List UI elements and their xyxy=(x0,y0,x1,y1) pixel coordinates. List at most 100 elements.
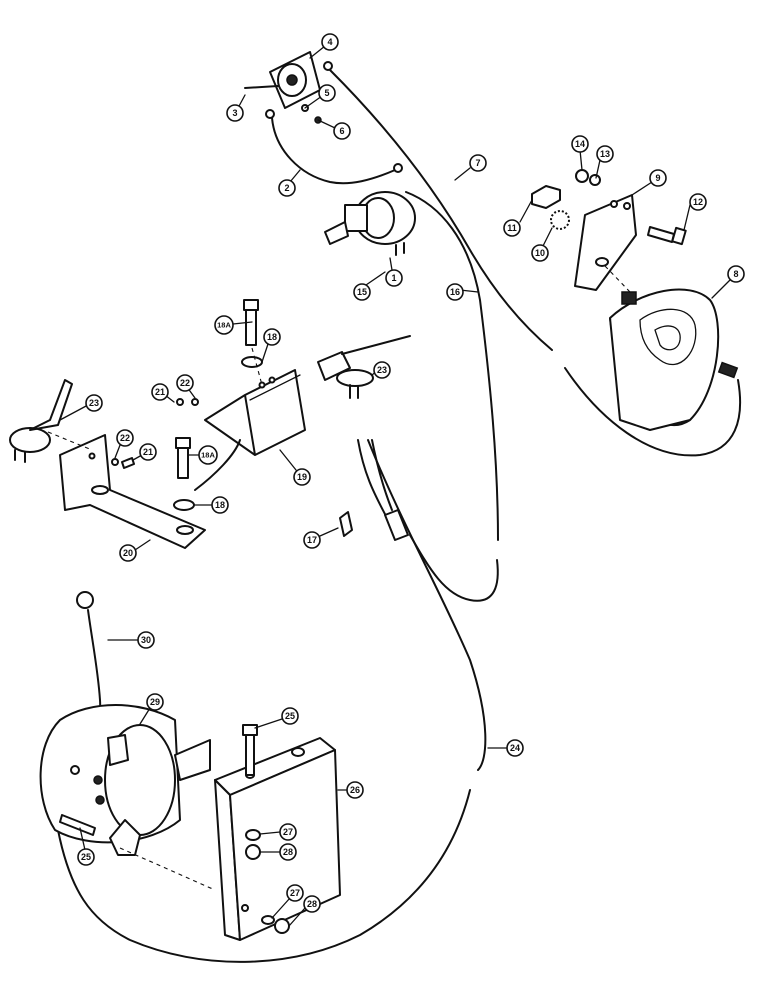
wire-24-lower xyxy=(57,789,471,963)
ignition-switch xyxy=(324,191,416,256)
svg-text:11: 11 xyxy=(507,223,517,233)
svg-text:15: 15 xyxy=(357,287,367,297)
callout-26: 26 xyxy=(346,781,364,799)
coil-29 xyxy=(39,704,211,856)
callout-18A-lower: 18A xyxy=(198,445,218,465)
svg-text:3: 3 xyxy=(232,108,237,118)
bolt-18A-low xyxy=(177,447,189,479)
svg-text:23: 23 xyxy=(89,398,99,408)
svg-text:12: 12 xyxy=(693,197,703,207)
nut-14 xyxy=(575,169,589,183)
sender-23 xyxy=(317,335,411,399)
washer-22a xyxy=(191,398,199,406)
callout-8: 8 xyxy=(727,265,745,283)
svg-text:16: 16 xyxy=(450,287,460,297)
svg-text:26: 26 xyxy=(350,785,360,795)
svg-text:5: 5 xyxy=(324,88,329,98)
callout-20: 20 xyxy=(119,544,137,562)
svg-text:21: 21 xyxy=(155,387,165,397)
svg-text:23: 23 xyxy=(377,365,387,375)
wire-7 xyxy=(329,69,553,351)
wire-30-eyelet xyxy=(76,591,94,609)
svg-text:1: 1 xyxy=(391,273,396,283)
bolt-18A-top-head xyxy=(243,299,259,311)
svg-text:4: 4 xyxy=(327,37,332,47)
callout-21-upper: 21 xyxy=(151,383,169,401)
callout-5: 5 xyxy=(318,84,336,102)
callout-3: 3 xyxy=(226,104,244,122)
washer-13 xyxy=(589,174,601,186)
washer-27a xyxy=(245,829,261,841)
svg-text:2: 2 xyxy=(284,183,289,193)
svg-text:18: 18 xyxy=(267,332,277,342)
wire-16-lower xyxy=(409,534,499,602)
switch-23 xyxy=(9,379,93,463)
callout-1: 1 xyxy=(385,269,403,287)
callout-10: 10 xyxy=(531,244,549,262)
callout-4: 4 xyxy=(321,33,339,51)
callout-7: 7 xyxy=(469,154,487,172)
nut-28a xyxy=(245,844,261,860)
callout-16: 16 xyxy=(446,283,464,301)
wire-16 xyxy=(405,191,499,541)
svg-text:13: 13 xyxy=(600,149,610,159)
callout-19: 19 xyxy=(293,468,311,486)
callout-14: 14 xyxy=(571,135,589,153)
callout-13: 13 xyxy=(596,145,614,163)
screw-21b xyxy=(121,457,135,469)
svg-text:27: 27 xyxy=(283,827,293,837)
callout-18A-upper: 18A xyxy=(214,315,234,335)
washer-18-low xyxy=(173,499,195,511)
hose-arc xyxy=(194,439,241,491)
svg-text:10: 10 xyxy=(535,248,545,258)
lockwasher-10 xyxy=(550,210,570,230)
callout-18-upper: 18 xyxy=(263,328,281,346)
switch-assembly xyxy=(244,51,322,124)
nut-28b xyxy=(274,918,290,934)
svg-text:17: 17 xyxy=(307,535,317,545)
wire-2-eyelet-end xyxy=(393,163,403,173)
svg-text:14: 14 xyxy=(575,139,585,149)
svg-text:19: 19 xyxy=(297,472,307,482)
svg-text:18A: 18A xyxy=(201,451,215,460)
callout-2: 2 xyxy=(278,179,296,197)
horn xyxy=(609,288,739,431)
callout-18-lower: 18 xyxy=(211,496,229,514)
leader-lines xyxy=(59,45,731,927)
bolt-18A-low-head xyxy=(175,437,191,449)
callout-6: 6 xyxy=(333,122,351,140)
nut-11 xyxy=(531,185,561,209)
callout-29: 29 xyxy=(146,693,164,711)
bolt-12-head xyxy=(671,226,687,246)
callout-23-left: 23 xyxy=(85,394,103,412)
callout-17: 17 xyxy=(303,531,321,549)
svg-text:28: 28 xyxy=(283,847,293,857)
svg-text:18A: 18A xyxy=(217,321,231,330)
callout-9: 9 xyxy=(649,169,667,187)
sender-lead-2 xyxy=(371,439,393,511)
callout-12: 12 xyxy=(689,193,707,211)
svg-text:7: 7 xyxy=(475,158,480,168)
horn-bracket xyxy=(574,194,637,293)
callout-25-upper: 25 xyxy=(281,707,299,725)
callout-11: 11 xyxy=(503,219,521,237)
wire-2-eyelet xyxy=(265,109,275,119)
bolt-25-upper-head xyxy=(242,724,258,736)
svg-text:29: 29 xyxy=(150,697,160,707)
bracket-19 xyxy=(204,369,306,456)
bolt-18A-top xyxy=(245,309,257,346)
callout-27-upper: 27 xyxy=(279,823,297,841)
svg-text:22: 22 xyxy=(180,378,190,388)
svg-text:24: 24 xyxy=(510,743,520,753)
washer-18-top xyxy=(241,356,263,368)
svg-text:27: 27 xyxy=(290,888,300,898)
wire-horn-lead xyxy=(564,367,742,457)
svg-text:20: 20 xyxy=(123,548,133,558)
svg-text:6: 6 xyxy=(339,126,344,136)
callout-30: 30 xyxy=(137,631,155,649)
bracket-26 xyxy=(214,737,341,941)
bolt-12 xyxy=(647,226,675,243)
svg-text:25: 25 xyxy=(81,852,91,862)
wire-7-eyelet xyxy=(323,61,333,71)
